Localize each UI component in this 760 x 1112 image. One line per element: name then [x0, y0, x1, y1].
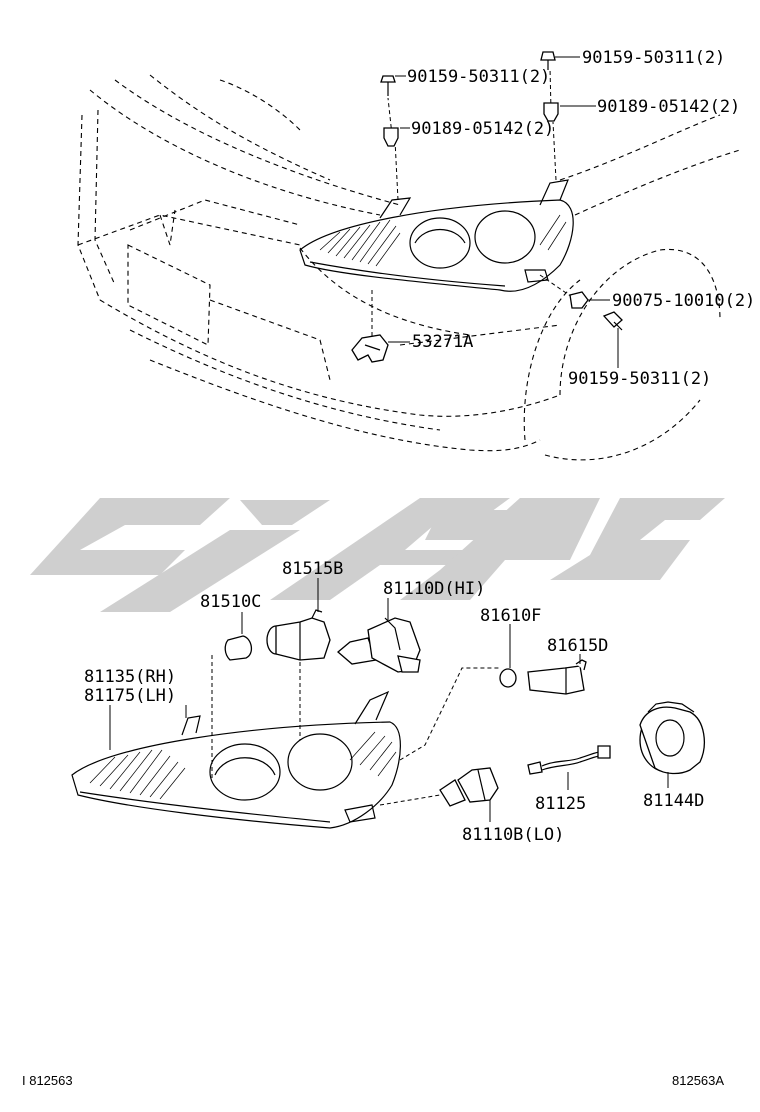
clip-90189-left [383, 127, 399, 147]
leader-lines-top [388, 56, 619, 368]
label-81515B: 81515B [282, 559, 343, 579]
cover-81144D [639, 701, 705, 775]
label-81510C: 81510C [200, 592, 261, 612]
label-81125: 81125 [535, 794, 586, 814]
footer-right-code: 812563A [672, 1073, 724, 1088]
bolt-90159-lower [602, 311, 623, 331]
label-81175-lh: 81175(LH) [84, 686, 176, 706]
leader-lines-bottom [109, 578, 669, 822]
bulb-81110D-hi [336, 617, 421, 673]
label-81110D-hi: 81110D(HI) [383, 579, 485, 599]
car-front-body-outline [77, 74, 741, 461]
bulb-81110B-lo [439, 767, 499, 807]
installed-headlamp [299, 67, 574, 340]
label-90075-10010: 90075-10010(2) [612, 291, 755, 311]
label-81110B-lo: 81110B(LO) [462, 825, 564, 845]
socket-81515B [266, 609, 331, 661]
label-90159-50311-upper: 90159-50311(2) [407, 67, 550, 87]
watermark-logo [30, 498, 725, 612]
label-81144D: 81144D [643, 791, 704, 811]
label-53271A: 53271A [412, 332, 473, 352]
bolt-90159-left [380, 75, 396, 96]
label-90189-05142-left: 90189-05142(2) [411, 119, 554, 139]
clip-90189-right [543, 102, 559, 122]
bolt-90159-right [540, 51, 556, 70]
bracket-53271A [351, 334, 389, 363]
footer-left-code: I 812563 [22, 1073, 73, 1088]
label-90189-05142-right: 90189-05142(2) [597, 97, 740, 117]
bulb-81510C [224, 635, 253, 661]
label-81615D: 81615D [547, 636, 608, 656]
label-81135-rh: 81135(RH) [84, 667, 176, 687]
nut-90075 [569, 291, 589, 309]
label-90159-50311-lower: 90159-50311(2) [568, 369, 711, 389]
part-labels: 90159-50311(2) 90159-50311(2) 90189-0514… [84, 48, 755, 845]
label-81610F: 81610F [480, 606, 541, 626]
wiring-81125 [527, 745, 611, 775]
exploded-headlamp [71, 690, 401, 829]
socket-81615D [527, 659, 587, 695]
label-90159-50311-top: 90159-50311(2) [582, 48, 725, 68]
bulb-81610F [499, 668, 517, 688]
